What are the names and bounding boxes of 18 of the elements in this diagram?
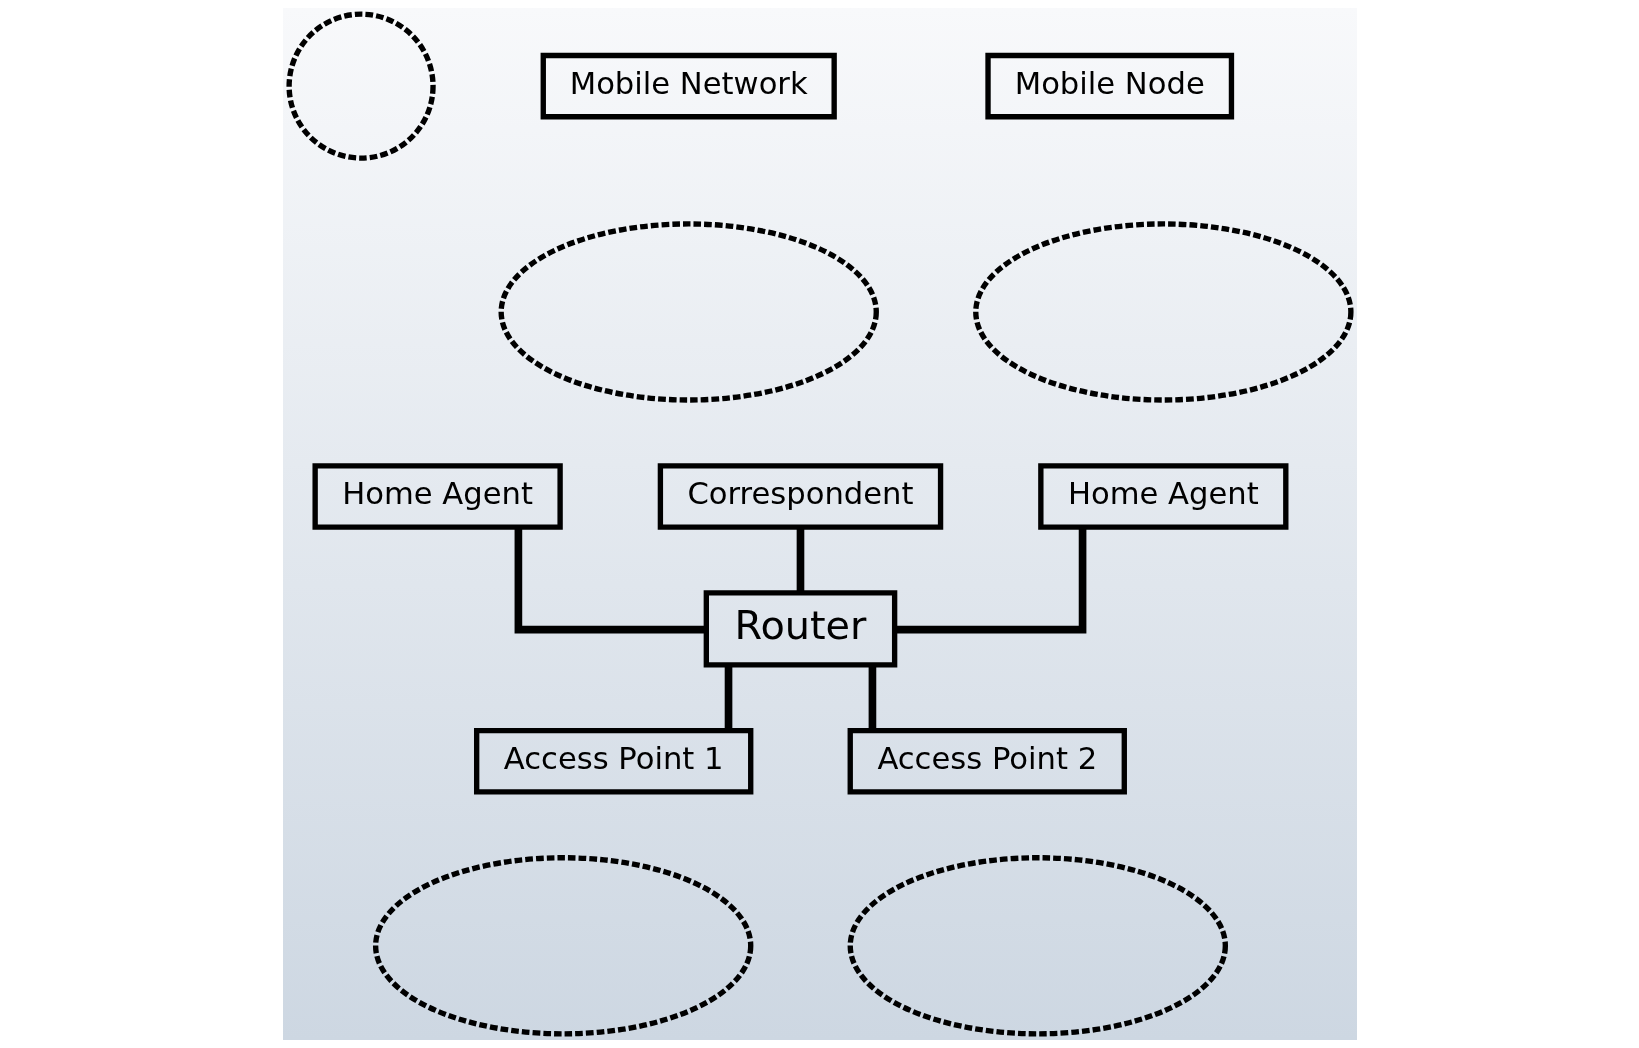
node-box: Home Agent (1037, 463, 1288, 530)
node-box: Router (703, 590, 897, 668)
connector (724, 665, 732, 731)
node-box: Access Point 2 (847, 728, 1127, 795)
connector (796, 527, 804, 593)
node-circle (285, 11, 436, 161)
node-ellipse (498, 221, 879, 403)
node-ellipse (847, 855, 1228, 1037)
connector (894, 527, 1086, 634)
connector (514, 527, 706, 634)
node-box: Mobile Node (984, 52, 1234, 120)
node-box: Access Point 1 (473, 728, 753, 795)
node-ellipse (372, 855, 753, 1037)
node-ellipse (972, 221, 1354, 403)
node-box: Correspondent (657, 463, 943, 530)
node-box: Home Agent (311, 463, 563, 530)
node-box: Mobile Network (540, 52, 837, 120)
connector (868, 665, 876, 731)
